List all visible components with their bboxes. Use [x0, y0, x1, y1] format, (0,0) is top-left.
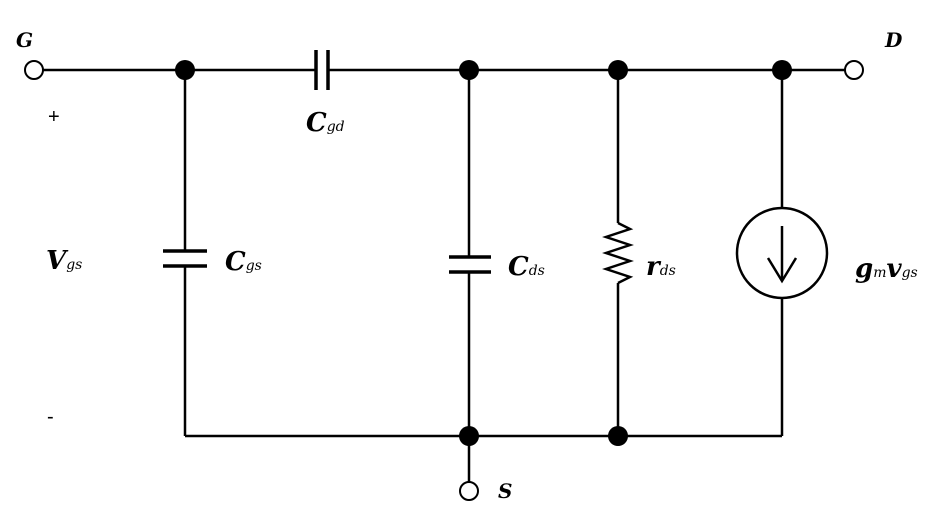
- vgs-label: Vgs: [46, 248, 82, 274]
- junction-dot: [772, 60, 792, 80]
- drain-terminal: [844, 60, 864, 80]
- gm-vgs-label: gmvgs: [855, 256, 918, 282]
- drain-label: D: [885, 28, 903, 52]
- gm-sub: m: [873, 265, 887, 281]
- source-terminal: [459, 481, 479, 501]
- cgd-sub: gd: [326, 119, 345, 135]
- vgs-main-2: v: [886, 254, 902, 284]
- vgs-sub-2: gs: [901, 265, 918, 281]
- junction-dot: [608, 60, 628, 80]
- vgs-main: V: [46, 246, 67, 276]
- minus-sign: -: [47, 406, 54, 428]
- source-label: S: [498, 479, 513, 503]
- current-source-arrow-head: [766, 257, 798, 284]
- gate-label: G: [16, 28, 34, 52]
- cds-sub: ds: [528, 263, 545, 279]
- cds-label: Cds: [508, 254, 545, 280]
- plus-sign: +: [48, 106, 60, 128]
- cgs-label: Cgs: [225, 249, 262, 275]
- gm-main: g: [855, 254, 874, 284]
- rds-resistor: [602, 221, 634, 285]
- junction-dot: [175, 60, 195, 80]
- cgd-main: C: [306, 108, 327, 138]
- cgd-label: Cgd: [306, 110, 345, 136]
- cgs-sub: gs: [245, 258, 262, 274]
- cgs-main: C: [225, 247, 246, 277]
- cds-main: C: [508, 252, 529, 282]
- rds-label: rds: [646, 254, 676, 280]
- junction-dot: [459, 60, 479, 80]
- rds-sub: ds: [659, 263, 676, 279]
- junction-dot: [608, 426, 628, 446]
- vgs-sub: gs: [66, 257, 83, 273]
- rds-main: r: [646, 252, 660, 282]
- junction-dot: [459, 426, 479, 446]
- gate-terminal: [24, 60, 44, 80]
